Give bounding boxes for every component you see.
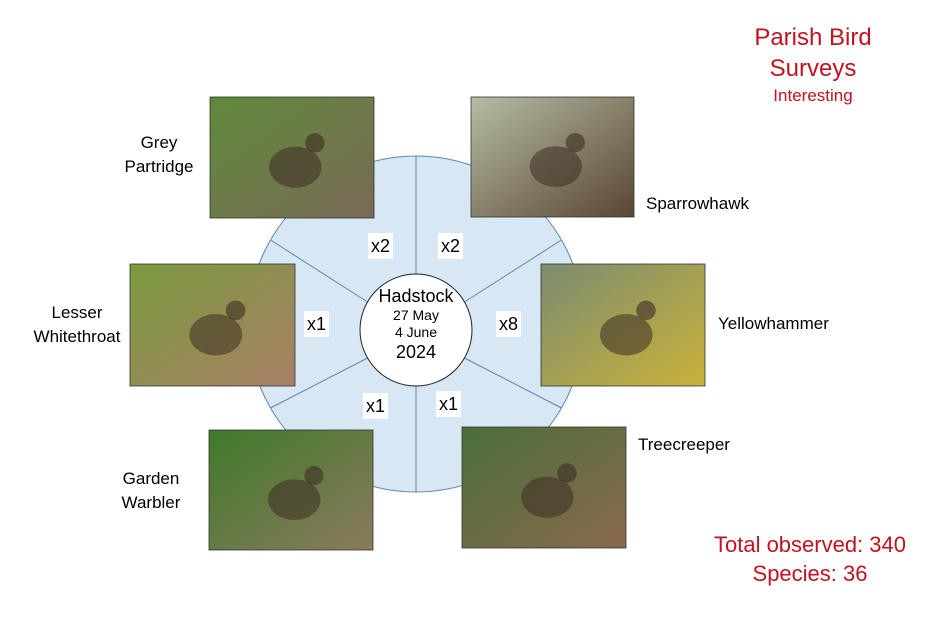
total-observed: Total observed: 340 (713, 532, 907, 557)
bird-photo-treecreeper (461, 426, 627, 549)
wheel-spoke (464, 357, 562, 409)
center-date-end: 4 June (394, 324, 438, 340)
wheel-spoke (464, 239, 562, 303)
page-title: Parish Bird Surveys (754, 24, 872, 82)
bird-photo-grey-partridge (209, 96, 375, 219)
bird-label-garden-warbler: Garden Warbler (121, 469, 181, 512)
bird-photo-lesser-whitethroat (129, 263, 296, 387)
wheel-spoke (270, 357, 368, 409)
count-yellowhammer: x8 (496, 311, 522, 337)
count-sparrowhawk: x2 (438, 233, 464, 259)
totals-block: Total observed: 340 Species: 36 (690, 530, 930, 588)
count-lesser-whitethroat: x1 (304, 311, 330, 337)
bird-photo-sparrowhawk (470, 96, 635, 218)
count-grey-partridge: x2 (368, 233, 394, 259)
count-garden-warbler: x1 (363, 393, 389, 419)
page-subtitle: Interesting (773, 86, 853, 105)
wheel-spokes (270, 156, 562, 492)
center-place: Hadstock (378, 286, 454, 306)
count-treecreeper: x1 (436, 391, 462, 417)
bird-photo-garden-warbler (208, 429, 374, 551)
wheel-center-text: Hadstock 27 May 4 June 2024 (360, 274, 472, 386)
bird-label-grey-partridge: Grey Partridge (124, 133, 194, 176)
wheel-spoke (270, 239, 368, 303)
bird-photos (129, 96, 706, 551)
wheel-hub (359, 273, 473, 387)
species-count: Species: 36 (752, 561, 868, 586)
bird-label-yellowhammer: Yellowhammer (718, 314, 829, 333)
center-date-start: 27 May (393, 307, 439, 323)
bird-label-lesser-whitethroat: Lesser Whitethroat (33, 303, 121, 346)
bird-photo-yellowhammer (540, 263, 706, 387)
bird-label-sparrowhawk: Sparrowhawk (646, 194, 749, 213)
center-year: 2024 (395, 342, 437, 362)
bird-label-treecreeper: Treecreeper (638, 435, 730, 454)
